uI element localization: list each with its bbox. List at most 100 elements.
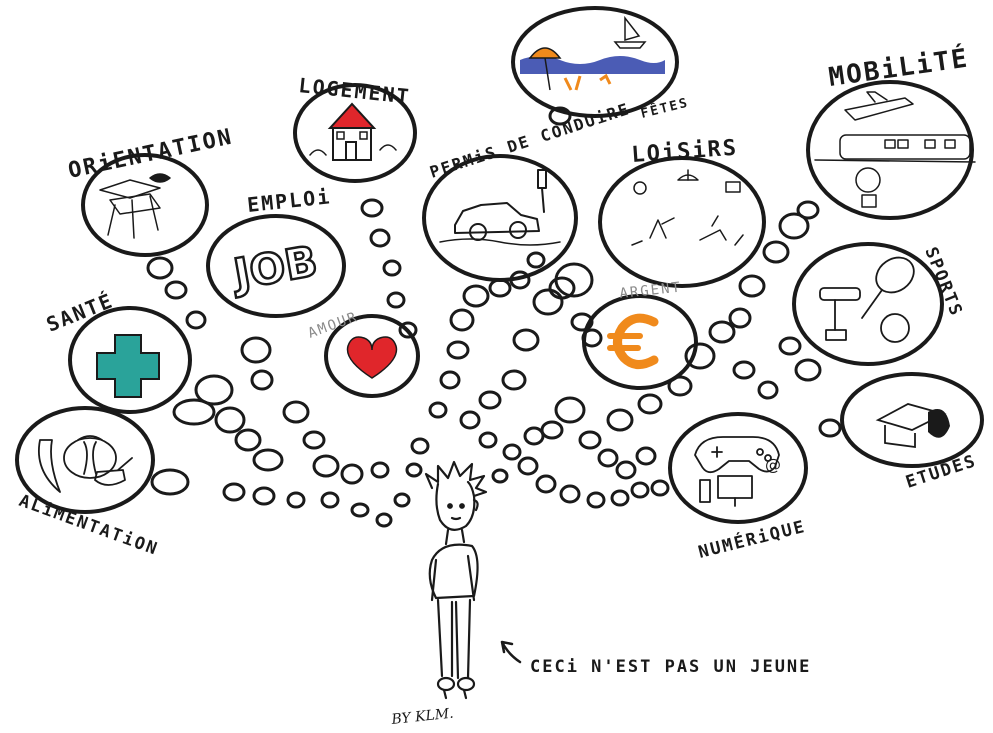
small-bubble xyxy=(478,431,498,449)
small-bubble xyxy=(526,251,546,269)
small-bubble xyxy=(578,430,602,450)
bubble-numerique: @ xyxy=(668,412,808,524)
bubble-fetes xyxy=(511,6,679,118)
fruit-basket-icon xyxy=(38,435,133,493)
small-bubble xyxy=(360,198,384,218)
small-bubble xyxy=(586,491,606,509)
small-bubble xyxy=(615,460,637,480)
small-bubble xyxy=(540,420,564,440)
label-sports: SPORTS xyxy=(920,244,966,320)
small-bubble xyxy=(606,408,634,432)
small-bubble xyxy=(738,274,766,298)
small-bubble xyxy=(369,228,391,248)
label-etudes: ETUDES xyxy=(903,451,979,493)
beach-sailboat-icon xyxy=(520,15,665,91)
bubble-emploi: JOB xyxy=(206,214,346,318)
bubble-argent xyxy=(582,294,698,390)
medical-cross-icon xyxy=(96,334,160,398)
small-bubble xyxy=(164,280,188,300)
small-bubble xyxy=(150,468,190,496)
bubble-amour xyxy=(324,314,420,398)
bubble-mobilite xyxy=(806,80,976,220)
leisure-icon xyxy=(631,169,744,246)
small-bubble xyxy=(393,492,411,508)
label-fetes: FÊTES xyxy=(639,94,691,121)
small-bubble xyxy=(637,393,663,415)
small-bubble xyxy=(446,340,470,360)
bubble-sports xyxy=(792,242,944,366)
small-bubble xyxy=(222,482,246,502)
small-bubble xyxy=(517,456,539,476)
small-bubble xyxy=(501,369,527,391)
small-bubble xyxy=(597,448,619,468)
bubble-etudes xyxy=(840,372,984,468)
bubble-loisirs xyxy=(598,156,766,288)
small-bubble xyxy=(386,291,406,309)
small-bubble xyxy=(194,374,234,406)
small-bubble xyxy=(250,369,274,391)
small-thought-bubbles xyxy=(146,106,842,528)
small-bubble xyxy=(370,461,390,479)
label-permis: PERMiS DE CONDUiRE xyxy=(427,99,632,182)
small-bubble xyxy=(428,401,448,419)
small-bubble xyxy=(667,375,693,397)
small-bubble xyxy=(240,336,272,364)
small-bubble xyxy=(708,320,736,344)
label-orientation: ORiENTATION xyxy=(66,125,235,184)
small-bubble xyxy=(794,358,822,382)
bubble-permis xyxy=(422,154,578,282)
euro-icon xyxy=(607,313,659,369)
small-bubble xyxy=(548,276,576,300)
small-bubble xyxy=(559,484,581,504)
label-loisirs: LOiSiRS xyxy=(631,136,739,168)
job-icon: JOB xyxy=(227,236,321,299)
small-bubble xyxy=(554,396,586,424)
boy-figure xyxy=(424,460,488,700)
graduation-cap-icon xyxy=(875,403,950,449)
small-bubble xyxy=(532,288,564,316)
house-icon xyxy=(309,102,397,161)
small-bubble xyxy=(502,443,522,461)
small-bubble xyxy=(185,310,207,330)
small-bubble xyxy=(234,428,262,452)
small-bubble xyxy=(350,502,370,518)
small-bubble xyxy=(732,360,756,380)
small-bubble xyxy=(214,406,246,434)
plane-train-icon xyxy=(814,91,976,208)
signature: BY KLM. xyxy=(390,706,455,729)
label-mobilite: MOBiLiTÉ xyxy=(827,42,971,93)
small-bubble xyxy=(405,462,423,478)
bubble-sante xyxy=(68,306,192,414)
bubble-orientation xyxy=(81,153,209,257)
bubble-logement xyxy=(293,83,417,183)
small-bubble xyxy=(375,512,393,528)
small-bubble xyxy=(282,400,310,424)
label-emploi: EMPLOi xyxy=(246,184,332,217)
small-bubble xyxy=(462,284,490,308)
small-bubble xyxy=(512,328,540,352)
small-bubble xyxy=(762,240,790,264)
small-bubble xyxy=(796,200,820,220)
small-bubble xyxy=(302,430,326,450)
svg-text:@: @ xyxy=(765,455,781,474)
label-alimentation: ALiMENTATiON xyxy=(16,491,161,560)
small-bubble xyxy=(491,468,509,484)
small-bubble xyxy=(778,212,810,240)
small-bubble xyxy=(146,256,174,280)
small-bubble xyxy=(650,479,670,497)
small-bubble xyxy=(570,312,594,332)
small-bubble xyxy=(778,336,802,356)
tennis-fitness-icon xyxy=(819,256,915,343)
car-icon xyxy=(439,169,561,246)
small-bubble xyxy=(757,380,779,400)
signpost-icon xyxy=(99,173,171,239)
small-bubble xyxy=(459,410,481,430)
small-bubble xyxy=(554,262,594,298)
small-bubble xyxy=(439,370,461,390)
small-bubble xyxy=(340,463,364,485)
small-bubble xyxy=(286,491,306,509)
small-bubble xyxy=(635,446,657,466)
label-argent: ARGENT xyxy=(619,280,683,302)
small-bubble xyxy=(728,307,752,329)
small-bubble xyxy=(630,481,650,499)
